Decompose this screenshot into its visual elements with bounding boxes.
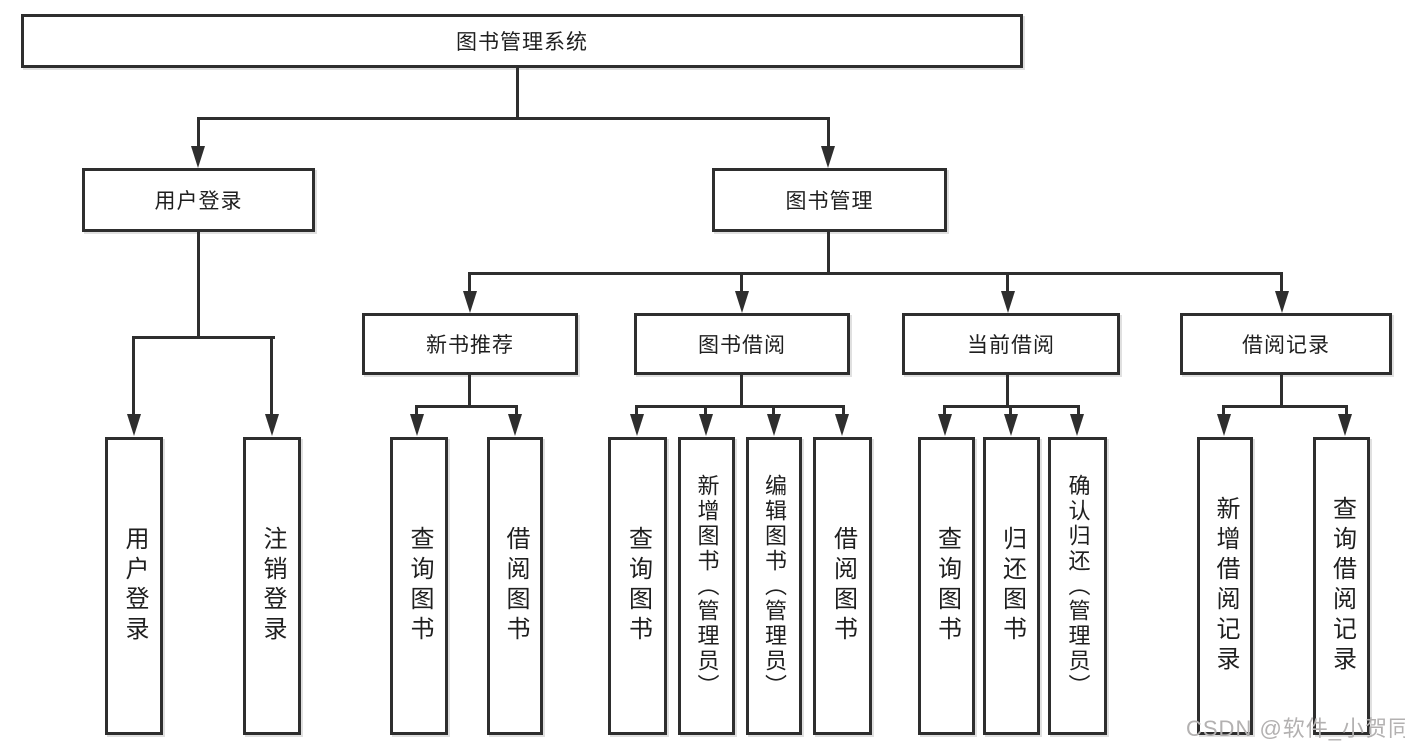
node-root: 图书管理系统 [21,14,1023,68]
arrowhead-leaf-logout-icon [265,414,279,436]
connector-br-add-drop [1222,405,1225,417]
connector-user-login-stem [197,232,200,339]
connector-book-borrow-drop [740,272,743,294]
connector-level3-rail [468,272,1283,275]
arrowhead-bb-borrow-icon [835,414,849,436]
leaf-borrow-add-admin: 新增图书（管理员） [678,437,735,735]
node-book-mgmt: 图书管理 [712,168,947,232]
leaf-newbooks-query-label: 查询图书 [406,526,433,646]
leaf-borrow-query-label: 查询图书 [624,526,652,646]
arrowhead-leaf-login-icon [127,414,141,436]
connector-current-borrow-drop [1006,272,1009,294]
node-current-borrow: 当前借阅 [902,313,1120,375]
arrowhead-user-login-icon [191,146,205,168]
arrowhead-br-add-icon [1217,414,1231,436]
node-new-books: 新书推荐 [362,313,578,375]
connector-cb-return-drop [1009,405,1012,417]
connector-level2-rail [197,117,830,120]
connector-bb-edit-drop [772,405,775,417]
node-borrow-records: 借阅记录 [1180,313,1392,375]
connector-book-mgmt-drop [827,117,830,150]
leaf-records-query: 查询借阅记录 [1313,437,1370,735]
connector-borrow-records-rail [1222,405,1348,408]
node-root-label: 图书管理系统 [456,31,588,54]
connector-book-borrow-stem [740,375,743,408]
connector-borrow-records-drop [1280,272,1283,294]
connector-br-query-drop [1345,405,1348,417]
connector-bb-query-drop [635,405,638,417]
leaf-current-confirm-admin-label: 确认归还（管理员） [1065,473,1091,699]
arrowhead-cb-query-icon [938,414,952,436]
connector-borrow-records-stem [1280,375,1283,408]
leaf-newbooks-borrow-label: 借阅图书 [502,526,529,646]
arrowhead-bb-query-icon [630,414,644,436]
leaf-records-add: 新增借阅记录 [1197,437,1253,735]
leaf-newbooks-borrow: 借阅图书 [487,437,543,735]
arrowhead-new-books-icon [463,291,477,313]
leaf-records-query-label: 查询借阅记录 [1328,496,1356,676]
leaf-current-query-label: 查询图书 [933,526,961,646]
leaf-borrow-edit-admin-label: 编辑图书（管理员） [762,473,787,699]
leaf-borrow-book: 借阅图书 [813,437,872,735]
connector-cb-query-drop [943,405,946,417]
connector-bb-borrow-drop [842,405,845,417]
arrowhead-cb-confirm-icon [1070,414,1084,436]
connector-nb-borrow-drop [515,405,518,417]
node-user-login: 用户登录 [82,168,315,232]
leaf-borrow-edit-admin: 编辑图书（管理员） [746,437,802,735]
connector-new-books-rail [415,405,518,408]
watermark: CSDN @软件_小贺同学 [1186,716,1405,741]
connector-root-stem [516,68,519,120]
connector-new-books-stem [468,375,471,408]
connector-leaf-login-drop [132,336,135,416]
connector-bb-add-drop [704,405,707,417]
leaf-records-add-label: 新增借阅记录 [1212,496,1239,676]
leaf-current-confirm-admin: 确认归还（管理员） [1048,437,1107,735]
arrowhead-current-borrow-icon [1001,291,1015,313]
leaf-current-return: 归还图书 [983,437,1040,735]
connector-current-borrow-stem [1006,375,1009,408]
leaf-current-return-label: 归还图书 [998,526,1026,646]
connector-cb-confirm-drop [1077,405,1080,417]
node-book-borrow: 图书借阅 [634,313,850,375]
connector-user-login-rail [132,336,275,339]
node-new-books-label: 新书推荐 [426,334,514,357]
connector-nb-query-drop [415,405,418,417]
leaf-logout: 注销登录 [243,437,301,735]
leaf-logout-label: 注销登录 [259,526,286,646]
arrowhead-book-borrow-icon [735,291,749,313]
connector-leaf-logout-drop [270,336,273,416]
arrowhead-bb-edit-icon [767,414,781,436]
connector-new-books-drop [468,272,471,294]
arrowhead-cb-return-icon [1004,414,1018,436]
leaf-newbooks-query: 查询图书 [390,437,448,735]
leaf-current-query: 查询图书 [918,437,975,735]
connector-book-mgmt-stem [827,232,830,275]
node-borrow-records-label: 借阅记录 [1242,334,1330,357]
node-book-borrow-label: 图书借阅 [698,334,786,357]
node-user-login-label: 用户登录 [154,190,243,213]
arrowhead-nb-query-icon [410,414,424,436]
connector-user-login-drop [197,117,200,150]
leaf-borrow-book-label: 借阅图书 [829,526,857,646]
leaf-borrow-query: 查询图书 [608,437,667,735]
arrowhead-book-mgmt-icon [821,146,835,168]
arrowhead-br-query-icon [1338,414,1352,436]
leaf-borrow-add-admin-label: 新增图书（管理员） [694,473,720,699]
leaf-user-login-label: 用户登录 [121,526,148,646]
connector-book-borrow-rail [635,405,845,408]
node-book-mgmt-label: 图书管理 [785,190,874,213]
leaf-user-login: 用户登录 [105,437,163,735]
arrowhead-nb-borrow-icon [508,414,522,436]
arrowhead-bb-add-icon [699,414,713,436]
arrowhead-borrow-records-icon [1275,291,1289,313]
node-current-borrow-label: 当前借阅 [967,334,1055,357]
